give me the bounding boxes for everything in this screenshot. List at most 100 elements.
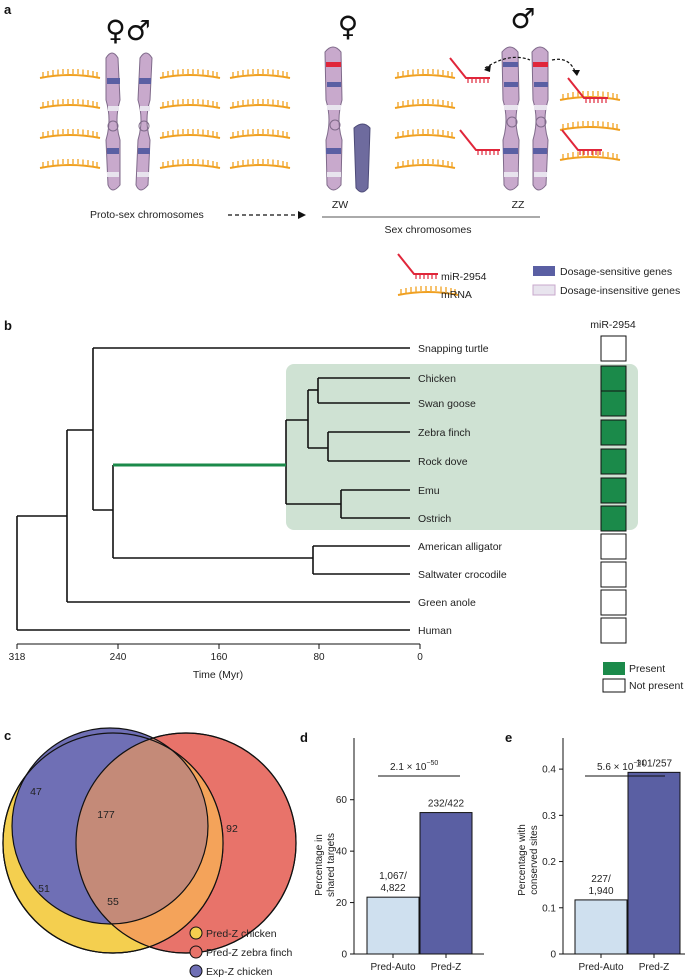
species-label: Swan goose — [418, 398, 476, 410]
category-label: Pred-Auto — [578, 962, 623, 973]
species-label: Snapping turtle — [418, 343, 489, 355]
female-symbol: ♀ — [338, 10, 359, 43]
mir2954-absent-cell — [600, 335, 627, 362]
y-tick-label: 0.1 — [542, 903, 556, 914]
bar-pred-z — [627, 771, 681, 955]
legend-pred-z-zebra-finch: Pred-Z zebra finch — [206, 947, 293, 959]
female-male-symbol: ♀♂ — [105, 14, 151, 47]
mirna-legend-icon — [397, 253, 439, 280]
zz-label: ZZ — [512, 199, 525, 211]
not-present-legend-label: Not present — [629, 680, 683, 692]
mrna-legend-label: mRNA — [441, 289, 472, 301]
y-tick-label: 60 — [336, 795, 348, 806]
species-label: Green anole — [418, 597, 476, 609]
venn-count-exp-only: 47 — [30, 786, 42, 798]
species-label: Ostrich — [418, 513, 451, 525]
panel-d-pvalue: 2.1 × 10−50 — [390, 760, 438, 773]
panel-e-ylabel-line1: Percentage with — [517, 824, 528, 896]
panel-e-pvalue: 5.6 × 10−31 — [597, 760, 645, 773]
proto-chromosome-pair — [105, 52, 153, 191]
zw-label: ZW — [332, 199, 348, 211]
bar-data-label: 227/ — [591, 874, 611, 885]
bar-data-label: 1,067/ — [379, 871, 407, 882]
present-legend-label: Present — [629, 663, 665, 675]
y-tick-label: 0 — [550, 950, 556, 961]
bar-pred-auto — [574, 899, 628, 955]
legend-exp-z-chicken-swatch — [189, 964, 203, 978]
legend-pred-z-chicken: Pred-Z chicken — [206, 928, 277, 940]
mir2954-present-cell — [600, 365, 627, 392]
mir2954-column-header: miR-2954 — [590, 319, 636, 331]
bar-data-label: 101/257 — [636, 758, 673, 769]
sex-chromosomes-label: Sex chromosomes — [385, 224, 472, 236]
venn-count-center: 177 — [97, 809, 115, 821]
panel-e-label: e — [505, 730, 512, 745]
venn-count-pred-chicken-zf: 55 — [107, 896, 119, 908]
panel-d-ylabel-line1: Percentage in — [314, 834, 325, 896]
species-label: Zebra finch — [418, 427, 471, 439]
mir2954-present-cell — [600, 390, 627, 417]
time-tick-label: 80 — [313, 652, 325, 663]
legend-pred-z-chicken-swatch — [189, 926, 203, 940]
panel-d: d Percentage in shared targets 0 20 40 60Pr… — [300, 730, 484, 973]
panel-e-ylabel-line2: conserved sites — [529, 825, 540, 894]
species-label: Saltwater crocodile — [418, 569, 507, 581]
y-tick-label: 40 — [336, 847, 348, 858]
y-tick-label: 0.2 — [542, 857, 556, 868]
species-label: Chicken — [418, 373, 456, 385]
mir2954-present-cell — [600, 505, 627, 532]
bar-pred-auto — [366, 896, 420, 955]
dosage-insensitive-swatch — [532, 284, 556, 296]
panel-e: e Percentage with conserved sites 0 0.1 0.… — [505, 730, 685, 973]
proto-sex-chromosomes-label: Proto-sex chromosomes — [90, 209, 204, 221]
species-label: Human — [418, 625, 452, 637]
present-legend-swatch — [603, 662, 625, 675]
panel-d-ylabel-line2: shared targets — [326, 833, 337, 897]
bar-data-label: 1,940 — [588, 886, 613, 897]
venn-count-zebra-finch-only: 92 — [226, 823, 238, 835]
mir2954-absent-cell — [600, 561, 627, 588]
mir2954-present-cell — [600, 448, 627, 475]
bar-data-label: 232/422 — [428, 799, 465, 810]
time-tick-label: 160 — [211, 652, 228, 663]
mir2954-present-cell — [600, 477, 627, 504]
y-tick-label: 0 — [341, 950, 347, 961]
category-label: Pred-Z — [431, 962, 462, 973]
mirna-legend-label: miR-2954 — [441, 271, 487, 283]
y-tick-label: 20 — [336, 898, 348, 909]
not-present-legend-swatch — [602, 678, 626, 693]
dosage-sensitive-label: Dosage-sensitive genes — [560, 266, 672, 278]
zw-chromosomes — [324, 46, 371, 193]
time-tick-label: 0 — [417, 652, 423, 663]
mir2954-absent-cell — [600, 533, 627, 560]
panel-b-label: b — [4, 318, 12, 333]
mir2954-absent-cell — [600, 617, 627, 644]
zz-chromosomes — [484, 46, 580, 191]
legend-pred-z-zebra-finch-swatch — [189, 945, 203, 959]
species-label: Rock dove — [418, 456, 468, 468]
species-label: Emu — [418, 485, 440, 497]
bar-pred-z — [419, 812, 473, 955]
time-tick-label: 240 — [110, 652, 127, 663]
male-symbol: ♂ — [510, 2, 535, 35]
legend-exp-z-chicken: Exp-Z chicken — [206, 966, 273, 978]
mir2954-absent-cell — [600, 589, 627, 616]
panel-a: a ♀♂ ♀ ♂ — [4, 2, 680, 301]
bar-data-label: 4,822 — [380, 883, 405, 894]
venn-count-pred-chicken-only: 51 — [38, 883, 50, 895]
y-tick-label: 0.4 — [542, 765, 556, 776]
bird-clade-highlight — [286, 364, 638, 530]
category-label: Pred-Auto — [370, 962, 415, 973]
category-label: Pred-Z — [639, 962, 670, 973]
panel-a-label: a — [4, 2, 12, 17]
panel-c-label: c — [4, 728, 11, 743]
dosage-insensitive-label: Dosage-insensitive genes — [560, 285, 680, 297]
time-axis-label: Time (Myr) — [193, 669, 243, 681]
panel-a-legend: miR-2954 mRNA Dosage-sensitive genes Dos… — [397, 253, 680, 301]
y-tick-label: 0.3 — [542, 811, 556, 822]
panel-c: c 47 177 92 51 55 Pred-Z chicken Pred-Z … — [2, 727, 297, 978]
species-label: American alligator — [418, 541, 503, 553]
panel-d-label: d — [300, 730, 308, 745]
mir2954-present-cell — [600, 419, 627, 446]
